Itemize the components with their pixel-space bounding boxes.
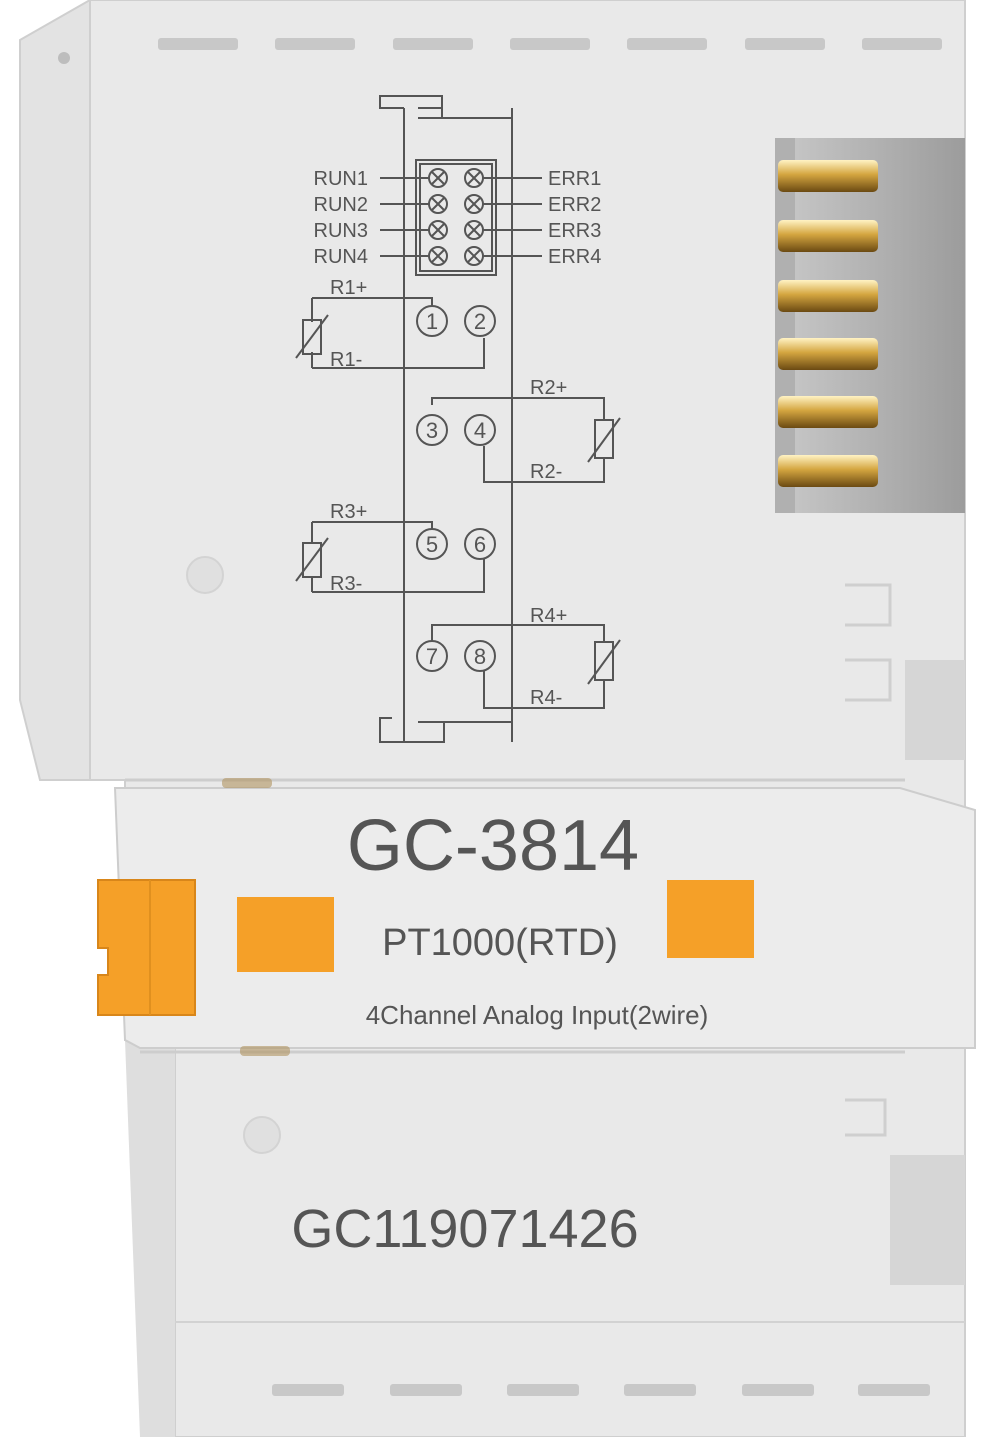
run-label-2: RUN2 <box>314 194 368 216</box>
err-label-4: ERR4 <box>548 246 601 268</box>
led-block <box>415 159 497 276</box>
svg-text:2: 2 <box>474 309 486 334</box>
run-label-3: RUN3 <box>314 220 368 242</box>
label-r1-minus: R1- <box>330 349 362 371</box>
serial-number: GC119071426 <box>291 1199 638 1259</box>
err-label-1: ERR1 <box>548 168 601 190</box>
release-tab[interactable] <box>97 879 196 1016</box>
terminal-3: 3 <box>416 414 448 446</box>
terminal-4: 4 <box>464 414 496 446</box>
housing <box>19 0 966 1438</box>
label-r3-plus: R3+ <box>330 501 367 523</box>
model-number: GC-3814 <box>347 806 639 886</box>
sensor-type: PT1000(RTD) <box>382 922 618 964</box>
svg-text:1: 1 <box>426 309 438 334</box>
terminal-1: 1 <box>416 305 448 337</box>
led-icons <box>380 168 542 266</box>
run-label-1: RUN1 <box>314 168 368 190</box>
orange-marker-right <box>667 880 754 958</box>
module-description: 4Channel Analog Input(2wire) <box>366 1000 709 1030</box>
label-r4-minus: R4- <box>530 687 562 709</box>
wiring-diagram <box>311 95 605 743</box>
label-r3-minus: R3- <box>330 573 362 595</box>
label-r4-plus: R4+ <box>530 605 567 627</box>
terminal-markers: 1 2 3 4 5 6 7 8 <box>416 305 496 672</box>
orange-marker-left <box>237 897 334 972</box>
terminal-5: 5 <box>416 528 448 560</box>
svg-text:5: 5 <box>426 532 438 557</box>
err-label-2: ERR2 <box>548 194 601 216</box>
svg-text:3: 3 <box>426 418 438 443</box>
label-r1-plus: R1+ <box>330 277 367 299</box>
channel-labels: R1+ R1- R2+ R2- R3+ R3- R4+ R4- <box>330 277 567 709</box>
rtd-resistor-icons <box>295 314 621 685</box>
svg-text:6: 6 <box>474 532 486 557</box>
svg-text:7: 7 <box>426 644 438 669</box>
svg-text:4: 4 <box>474 418 486 443</box>
label-r2-minus: R2- <box>530 461 562 483</box>
bus-contacts <box>775 138 965 513</box>
terminal-7: 7 <box>416 640 448 672</box>
err-label-3: ERR3 <box>548 220 601 242</box>
svg-text:8: 8 <box>474 644 486 669</box>
label-band <box>113 778 976 1056</box>
terminal-8: 8 <box>464 640 496 672</box>
top-vents <box>158 38 942 50</box>
run-label-4: RUN4 <box>314 246 368 268</box>
label-r2-plus: R2+ <box>530 377 567 399</box>
bottom-vents <box>272 1384 930 1396</box>
terminal-2: 2 <box>464 305 496 337</box>
terminal-6: 6 <box>464 528 496 560</box>
